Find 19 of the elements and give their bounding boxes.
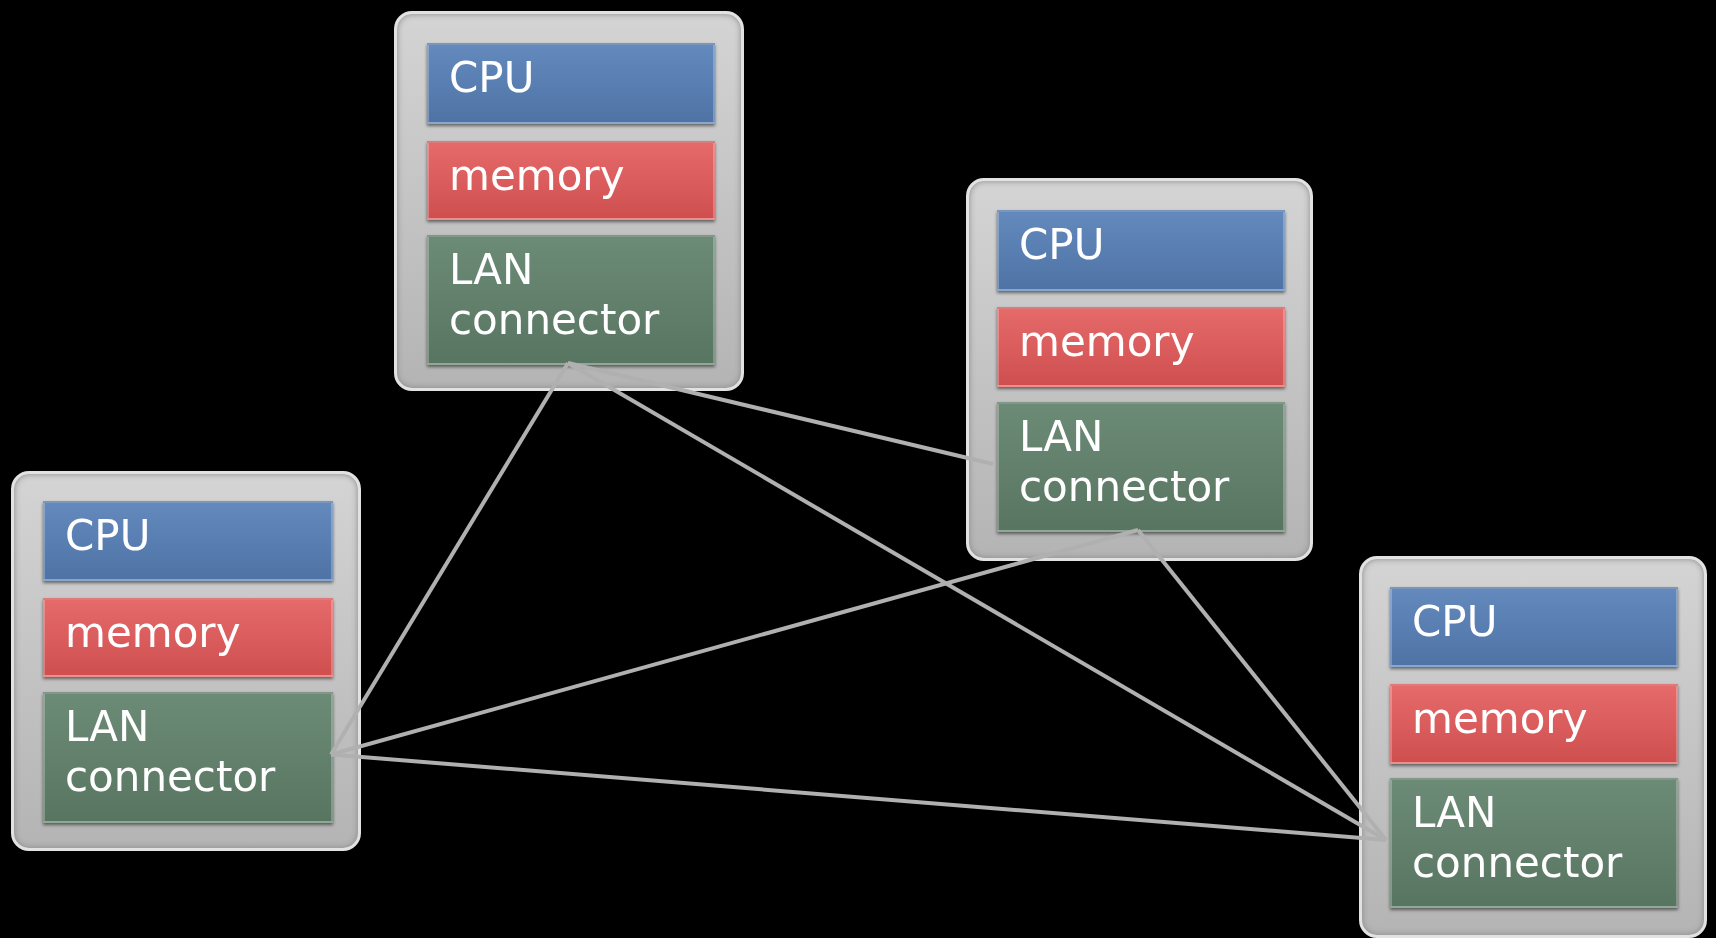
- cpu-block: CPU: [43, 501, 333, 581]
- lan-connector-block: LAN connector: [427, 235, 715, 365]
- memory-block: memory: [43, 598, 333, 677]
- computer-case: [11, 471, 361, 851]
- connection-line: [1136, 528, 1388, 842]
- memory-block: memory: [1390, 684, 1678, 764]
- lan-connector-block: LAN connector: [997, 402, 1285, 532]
- connection-line: [330, 752, 1387, 842]
- lan-connector-block: LAN connector: [1390, 778, 1678, 908]
- cpu-block: CPU: [427, 43, 715, 124]
- computer-case: [966, 178, 1313, 561]
- cpu-block: CPU: [997, 210, 1285, 291]
- computer-case: [394, 11, 744, 391]
- cpu-block: CPU: [1390, 587, 1678, 667]
- connection-line: [329, 361, 570, 756]
- memory-block: memory: [997, 307, 1285, 387]
- computer-case: [1359, 556, 1707, 938]
- memory-block: memory: [427, 141, 715, 220]
- lan-connector-block: LAN connector: [43, 692, 333, 823]
